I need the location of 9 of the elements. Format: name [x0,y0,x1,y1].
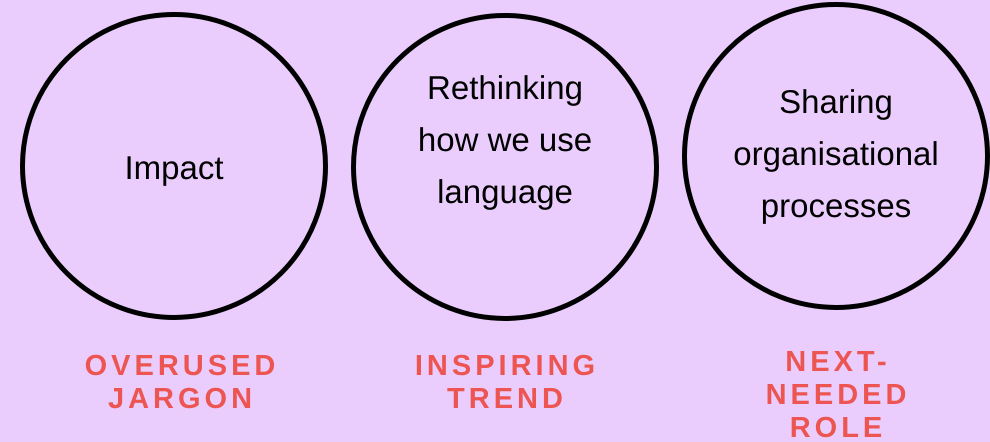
node-label: Rethinking how we use language [416,68,594,212]
circle-node [20,12,328,320]
circle-node [351,13,659,321]
node-label: Impact [123,148,225,188]
circle-node [682,2,990,310]
node-label: Sharing organisational processes [732,82,940,226]
node-label: OVERUSED JARGON [84,350,280,416]
node-label: INSPIRING TREND [414,350,600,416]
node-label: NEXT- NEEDED ROLE [764,346,912,442]
